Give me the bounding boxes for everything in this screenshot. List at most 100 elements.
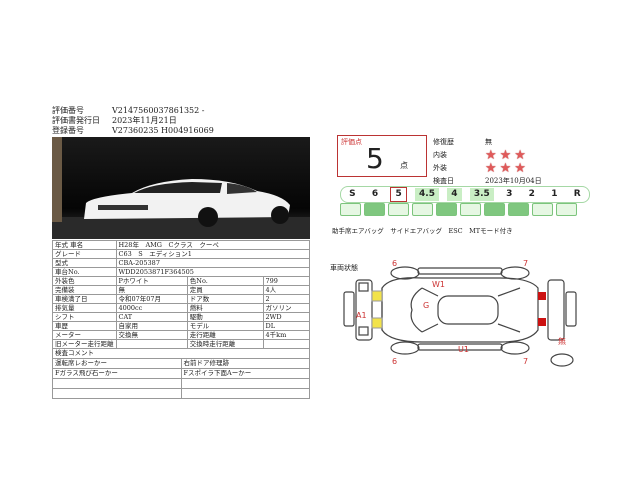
spec-value: ガソリン [262, 303, 310, 313]
comment-cell: 右前ドア修理跡 [180, 359, 310, 368]
spec-label: 走行距離 [186, 330, 264, 340]
spec-label: モデル [186, 321, 264, 331]
vehicle-condition-diagram: 車両状態 6 6 7 7 W1 G A1 U1 [330, 258, 590, 372]
equipment-icon-7-icon [484, 203, 505, 216]
spec-label: ドア数 [186, 294, 264, 304]
spec-value: C63 S エディション1 [115, 249, 310, 259]
spec-value: 799 [262, 276, 310, 286]
header-label: 登録番号 [52, 126, 84, 135]
equipment-icons [340, 203, 577, 216]
spec-value: 4千km [262, 330, 310, 340]
options-text: 助手席エアバッグ サイドエアバッグ ESC MTモード付き [332, 227, 513, 235]
comment-cell: 運転席レおーかー [55, 359, 107, 367]
interior-stars: ★★★ [485, 148, 529, 163]
header-value: 2023年11月21日 [112, 116, 177, 125]
spec-value: DL [262, 321, 310, 331]
exterior-label: 外装 [433, 164, 447, 172]
comment-cell [180, 389, 310, 398]
spec-value: 無 [115, 285, 188, 295]
spec-row: 旧メーター走行距離 交換時走行距離 [52, 339, 310, 349]
equipment-icon-2-icon [364, 203, 385, 216]
spec-label: 排気量 [52, 303, 117, 313]
mark-front-bumper: A1 [356, 311, 367, 320]
score-unit: 点 [400, 161, 408, 170]
spec-label: 型式 [52, 258, 117, 268]
spec-label: 交換時走行距離 [186, 339, 264, 349]
spec-value: 4000cc [115, 303, 188, 313]
spec-value: H28年 AMG Cクラス クーペ [115, 240, 310, 250]
spec-value: 自家用 [115, 321, 188, 331]
spec-label: 年式 車名 [52, 240, 117, 250]
equipment-icon-6-icon [460, 203, 481, 216]
comment-cell: Fスポイラ下面Aーかー [180, 369, 310, 378]
scale-item: 4.5 [415, 188, 439, 201]
equipment-icon-4-icon [412, 203, 433, 216]
spec-label: 車検満了日 [52, 294, 117, 304]
comment-row [52, 389, 310, 399]
repair-value: 無 [485, 138, 492, 146]
comment-cell [180, 379, 310, 388]
header-label: 評価書発行日 [52, 116, 100, 125]
mark-rear-left-wheel: 7 [523, 259, 528, 268]
spec-value: 4人 [262, 285, 310, 295]
mark-bottom-panel: U1 [458, 345, 469, 354]
comment-cell [53, 389, 181, 398]
comment-row: 運転席レおーかー 右前ドア修理跡 [52, 359, 310, 369]
spec-label: 燃料 [186, 303, 264, 313]
scale-item: R [573, 189, 581, 199]
scale-item: 1 [551, 189, 558, 199]
mark-front-left-wheel: 6 [392, 259, 397, 268]
comment-cell [53, 379, 181, 388]
exterior-stars: ★★★ [485, 161, 529, 176]
spec-label: 色No. [186, 276, 264, 286]
spec-value [115, 339, 188, 349]
equipment-icon-8-icon [508, 203, 529, 216]
spec-value: Pホワイト [115, 276, 188, 286]
inspection-date-label: 検査日 [433, 177, 454, 185]
mark-spare: 無 [558, 336, 566, 346]
spec-row: 車台No.WDD2053871F364505 [52, 267, 310, 277]
scale-item: 2 [528, 189, 535, 199]
spec-label: 車台No. [52, 267, 117, 277]
comment-row: Fガラス飛び石ーかー Fスポイラ下面Aーかー [52, 369, 310, 379]
spec-label: メーター [52, 330, 117, 340]
scale-item: 3 [506, 189, 513, 199]
spec-label: 定員 [186, 285, 264, 295]
score-label: 評価点 [341, 138, 362, 146]
spec-value: 交換無 [115, 330, 188, 340]
spec-label: 外装色 [52, 276, 117, 286]
spec-label: シフト [52, 312, 117, 322]
spec-label: グレード [52, 249, 117, 259]
mark-front-right-wheel: 6 [392, 357, 397, 366]
equipment-icon-9-icon [532, 203, 553, 216]
diagram-title: 車両状態 [330, 263, 358, 272]
spec-label: 駆動 [186, 312, 264, 322]
comment-cell: Fガラス飛び石ーかー [55, 369, 118, 377]
mark-windshield: G [423, 301, 429, 310]
spec-value: CAT [115, 312, 188, 322]
equipment-icon-5-icon [436, 203, 457, 216]
spec-label: 旧メーター走行距離 [52, 339, 117, 349]
interior-label: 内装 [433, 151, 447, 159]
mark-top-panel: W1 [432, 280, 445, 289]
spec-value: 令和07年07月 [115, 294, 188, 304]
header-value: V27360235 H004916069 [112, 126, 214, 135]
equipment-icon-10-icon [556, 203, 577, 216]
spec-label: 車歴 [52, 321, 117, 331]
scale-item: 5 [390, 187, 407, 202]
header-label: 評価番号 [52, 106, 84, 115]
spec-label: 完備装 [52, 285, 117, 295]
